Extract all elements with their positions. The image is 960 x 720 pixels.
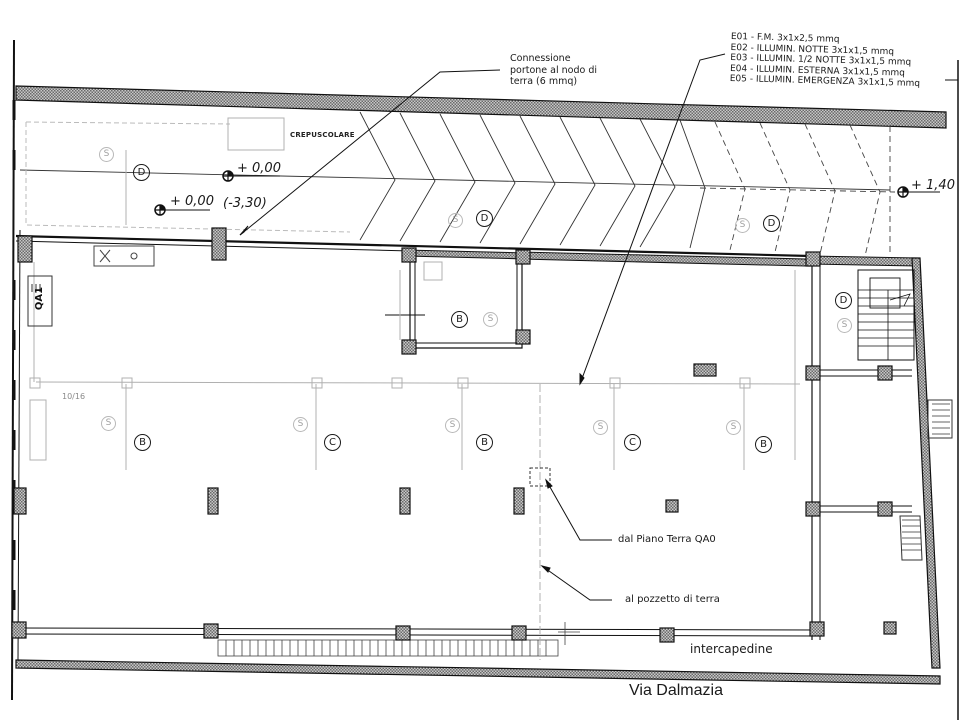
circuit-tag-ramp-2: D [476,210,493,227]
circuit-tag-main-5: B [755,436,772,453]
switch-symbol: S [483,312,498,327]
stair-room [811,258,915,640]
right-wall [899,257,953,669]
switch-symbol: S [726,420,741,435]
circuit-tag-main-3: B [476,434,493,451]
street-label: Via Dalmazia [629,682,723,699]
twilight-sensor-label: CREPUSCOLARE [290,131,355,139]
switch-symbol: S [445,418,460,433]
switch-symbol: S [735,218,750,233]
switch-symbol: S [837,318,852,333]
circuit-tag-main-1: B [134,434,151,451]
breaker-label: 10/16 [62,392,86,401]
switch-symbol: S [293,417,308,432]
leader-lines [239,53,726,601]
cavity-label: intercapedine [690,642,773,656]
callout-line: terra (6 mmq) [510,76,578,87]
cable-legend: E01 - F.M. 3x1x2,5 mmq E02 - ILLUMIN. NO… [730,32,922,89]
elevation-ramp-right: + 1,40 [911,178,955,193]
panel-qa1-label: QA1 [34,286,46,311]
callout-line: portone al nodo di [510,64,598,76]
ramp-top-wall [15,85,947,129]
qa0-callout: dal Piano Terra QA0 [618,534,716,545]
switch-symbol: S [448,213,463,228]
circuit-tag-main-2: C [324,434,341,451]
switch-symbol: S [99,147,114,162]
callout-line: Connessione [510,53,571,64]
building-top-wall [15,234,919,267]
bottom-beam [15,627,821,637]
circuit-tag-ramp-3: D [763,215,780,232]
elevation-entry-left: + 0,00 [170,194,214,209]
wiring-faint [29,117,801,660]
ramp-dashed-section [699,121,896,257]
elevation-markers [154,170,940,216]
circuit-tag-small-room: B [451,311,468,328]
ramp-chevrons [19,111,891,249]
bottom-wall [15,659,941,685]
connection-callout: Connessione portone al nodo di terra (6 … [510,53,597,88]
cavity-grille [217,622,580,657]
ground-pit-callout: al pozzetto di terra [625,594,720,605]
circuit-tag-ramp-1: D [133,164,150,181]
switch-symbol: S [101,416,116,431]
entry-switchbox [93,245,155,267]
left-boundary [11,39,21,701]
elevation-entry-note: (-3,30) [223,196,267,211]
switch-symbol: S [593,420,608,435]
circuit-tag-stair: D [835,292,852,309]
small-room [385,255,523,349]
elevation-entry-top: + 0,00 [237,161,281,176]
qa0-riser [529,467,551,487]
columns [11,227,897,643]
circuit-tag-main-4: C [624,434,641,451]
panel-qa1 [27,275,53,327]
entry-zone-faint [25,121,351,233]
